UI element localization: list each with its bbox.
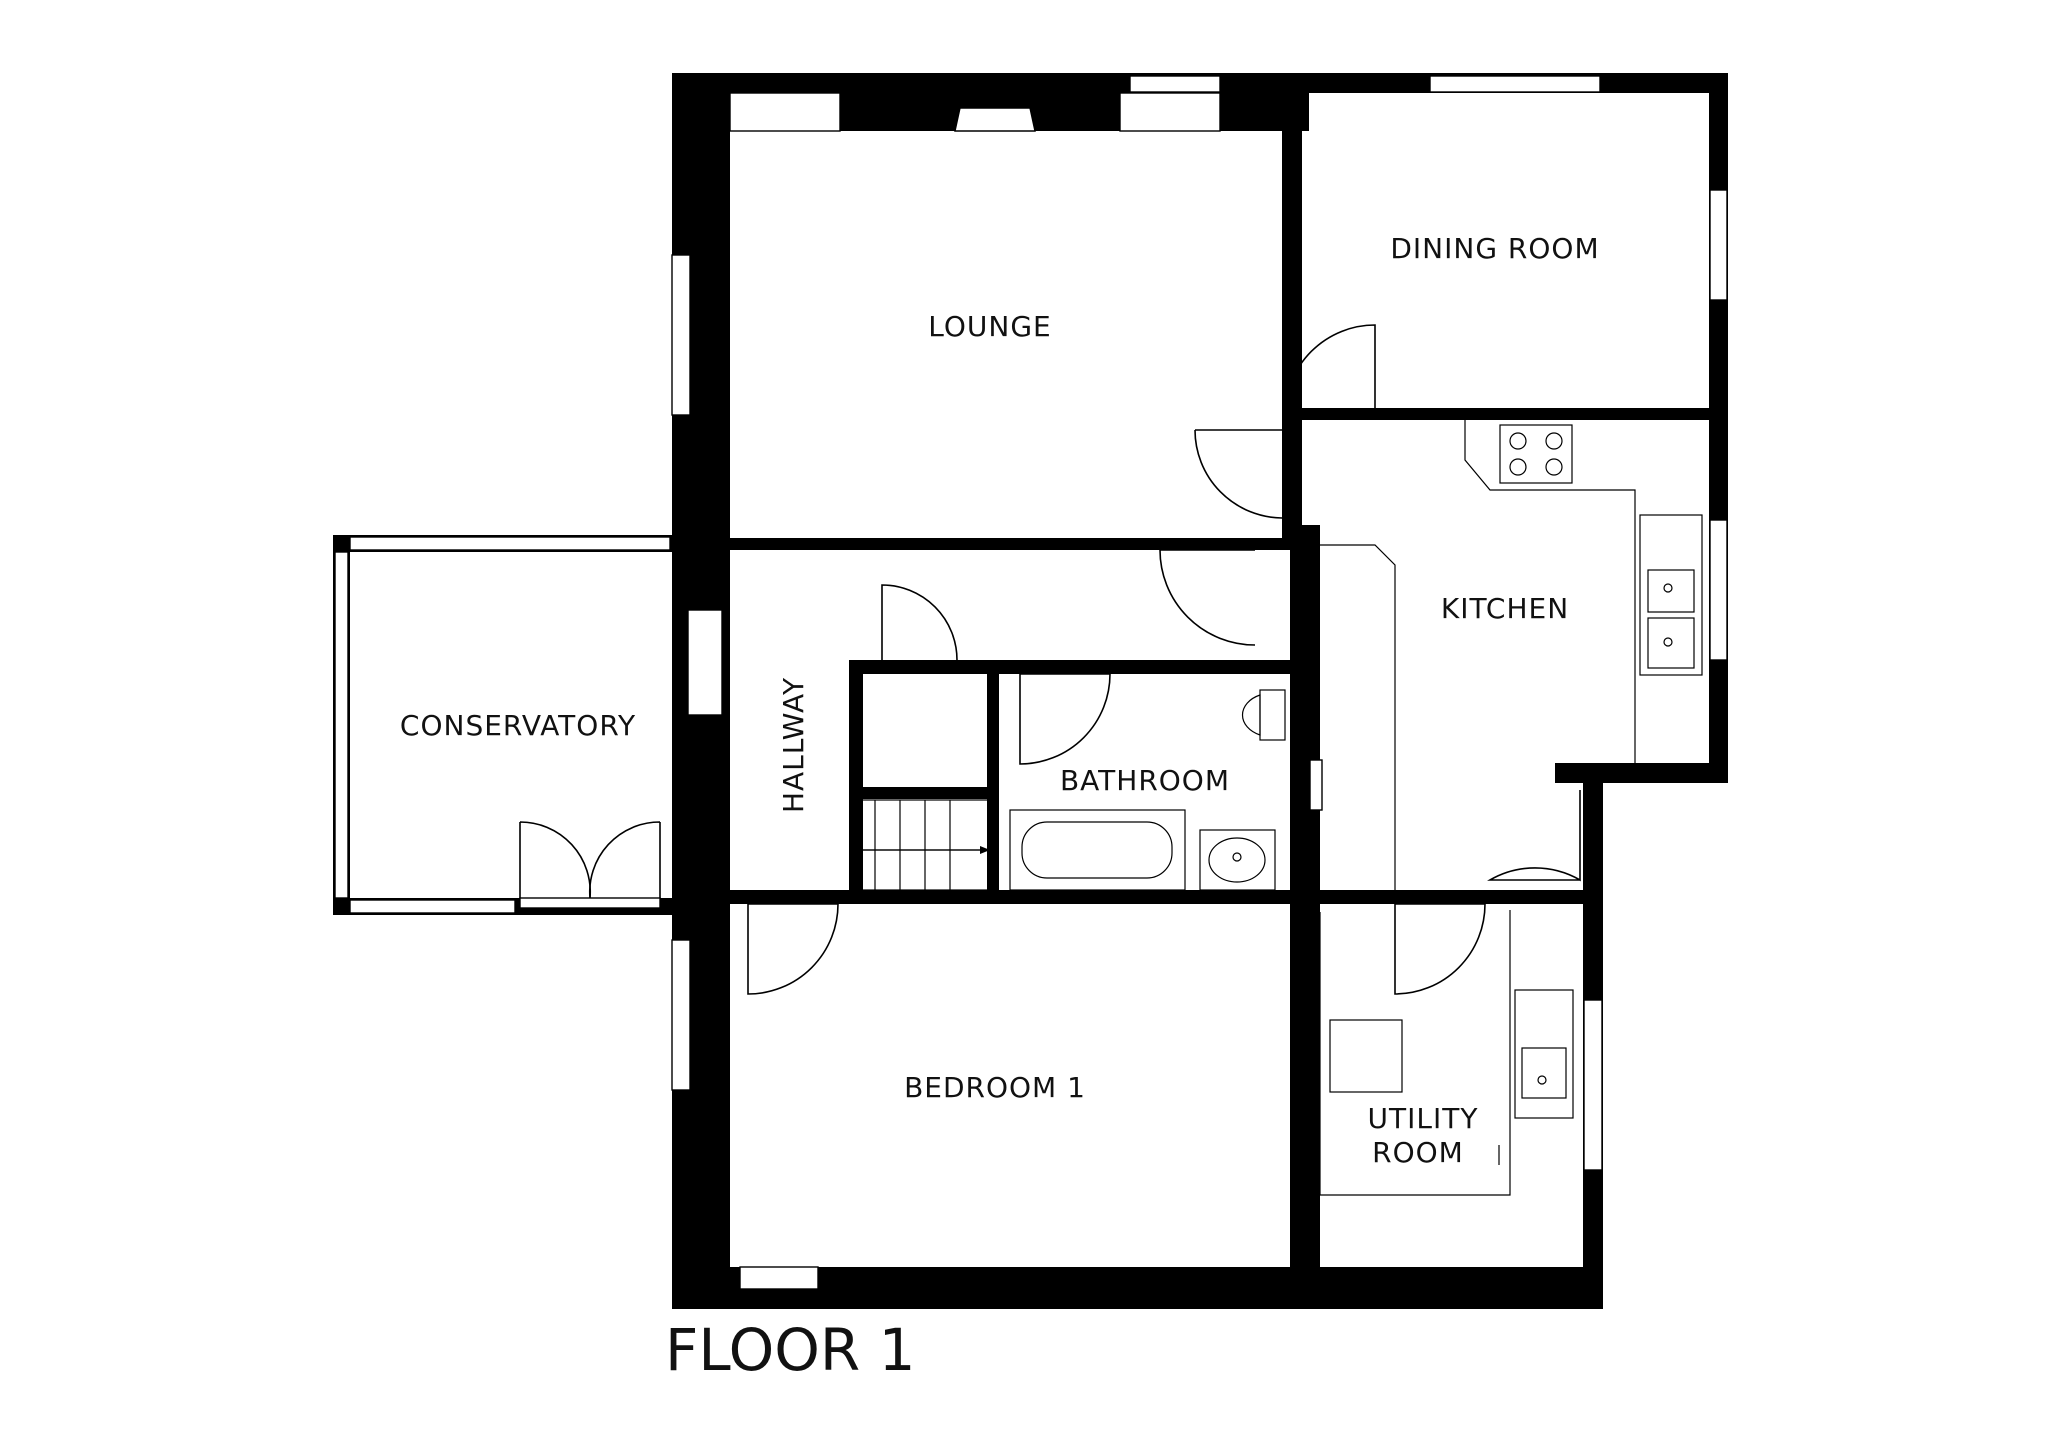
window-bedroom-bottom xyxy=(739,1266,819,1290)
room-labels: LOUNGE DINING ROOM KITCHEN CONSERVATORY … xyxy=(400,232,1599,1169)
toilet-bowl xyxy=(1241,694,1261,736)
room-label-lounge: LOUNGE xyxy=(928,310,1051,343)
window-conservatory-top xyxy=(349,536,671,551)
wall-hall-kitchen xyxy=(1290,525,1320,1285)
wall-conservatory-join xyxy=(672,552,730,582)
wash-basin xyxy=(1199,829,1276,891)
fireplace xyxy=(954,107,1036,132)
wall-lounge-bottom xyxy=(730,538,1290,550)
door-lounge xyxy=(1194,429,1283,519)
room-label-hallway: HALLWAY xyxy=(777,677,810,813)
hob-ring xyxy=(1545,458,1563,476)
door-french-sill xyxy=(519,897,661,909)
windows xyxy=(334,75,1728,1290)
door-dining xyxy=(1284,324,1376,416)
wash-basin-bowl xyxy=(1208,837,1266,883)
appliance xyxy=(1329,1019,1403,1093)
utility-worktop xyxy=(1319,910,1511,1196)
window-conservatory-bottom xyxy=(349,899,516,914)
room-label-utility-line1: UTILITY xyxy=(1368,1102,1479,1135)
kitchen-sink-bowl xyxy=(1647,569,1695,613)
hob-ring xyxy=(1545,432,1563,450)
wall-bottom xyxy=(672,1267,1603,1309)
wall-kitchen-step xyxy=(1555,763,1728,783)
room-label-conservatory: CONSERVATORY xyxy=(400,709,636,742)
drain xyxy=(1232,852,1242,862)
door-kitchen-back xyxy=(1487,790,1581,882)
wall-dining-bottom xyxy=(1282,408,1728,420)
room-label-dining-room: DINING ROOM xyxy=(1390,232,1599,265)
room-label-bedroom-1: BEDROOM 1 xyxy=(904,1071,1086,1104)
door-frame-conservatory xyxy=(687,609,723,716)
door-french-b xyxy=(588,821,661,899)
door-utility xyxy=(1394,903,1486,995)
bath-basin xyxy=(1021,821,1173,879)
kitchen-sink-bowl xyxy=(1647,617,1695,669)
drain xyxy=(1537,1075,1547,1085)
window-dining-right xyxy=(1709,189,1728,301)
utility-sink-unit xyxy=(1514,989,1574,1119)
room-label-utility-line2: ROOM xyxy=(1372,1136,1464,1169)
hob-ring xyxy=(1509,458,1527,476)
room-label-bathroom: BATHROOM xyxy=(1060,764,1230,797)
door-bathroom xyxy=(1019,673,1111,765)
wall-cupboard-left xyxy=(849,660,863,900)
wall-lounge-dining xyxy=(1282,93,1302,538)
window-conservatory-left xyxy=(334,551,349,899)
door-bedroom xyxy=(747,903,839,995)
wall-bathroom-top xyxy=(849,660,1290,674)
toilet-cistern xyxy=(1259,689,1286,741)
utility-sink-bowl xyxy=(1521,1047,1567,1099)
kitchen-worktop xyxy=(1464,420,1636,763)
kitchen-sink-unit xyxy=(1639,514,1703,676)
kitchen-worktop-left xyxy=(1320,544,1396,890)
wall-bedroom-top xyxy=(672,890,1603,904)
doors xyxy=(519,324,1581,995)
wall-cupboard-right xyxy=(987,660,999,900)
wall-right-kitchen xyxy=(1709,73,1728,783)
window-lounge-1 xyxy=(729,92,841,132)
window-lounge-2 xyxy=(1119,92,1221,132)
window-utility-right xyxy=(1583,999,1603,1171)
drain xyxy=(1663,583,1673,593)
door-french-a xyxy=(519,821,592,899)
hob xyxy=(1499,424,1573,484)
fixtures xyxy=(849,420,1703,1196)
wall-cupboard-bottom xyxy=(849,787,999,799)
interior-walls xyxy=(672,93,1728,1285)
floor-title: FLOOR 1 xyxy=(665,1316,916,1384)
room-label-kitchen: KITCHEN xyxy=(1441,592,1569,625)
window-lounge-2-sill xyxy=(1129,75,1221,93)
window-kitchen-right xyxy=(1709,519,1728,661)
window-bathroom-vent xyxy=(1309,759,1323,811)
window-dining-top xyxy=(1429,75,1601,93)
drain xyxy=(1663,637,1673,647)
bath xyxy=(1009,809,1186,891)
window-lounge-left xyxy=(671,254,691,416)
stairs xyxy=(849,799,991,891)
hob-ring xyxy=(1509,432,1527,450)
door-hallway-right xyxy=(1159,549,1256,646)
door-cupboard xyxy=(881,584,958,661)
window-bedroom-left xyxy=(671,939,691,1091)
